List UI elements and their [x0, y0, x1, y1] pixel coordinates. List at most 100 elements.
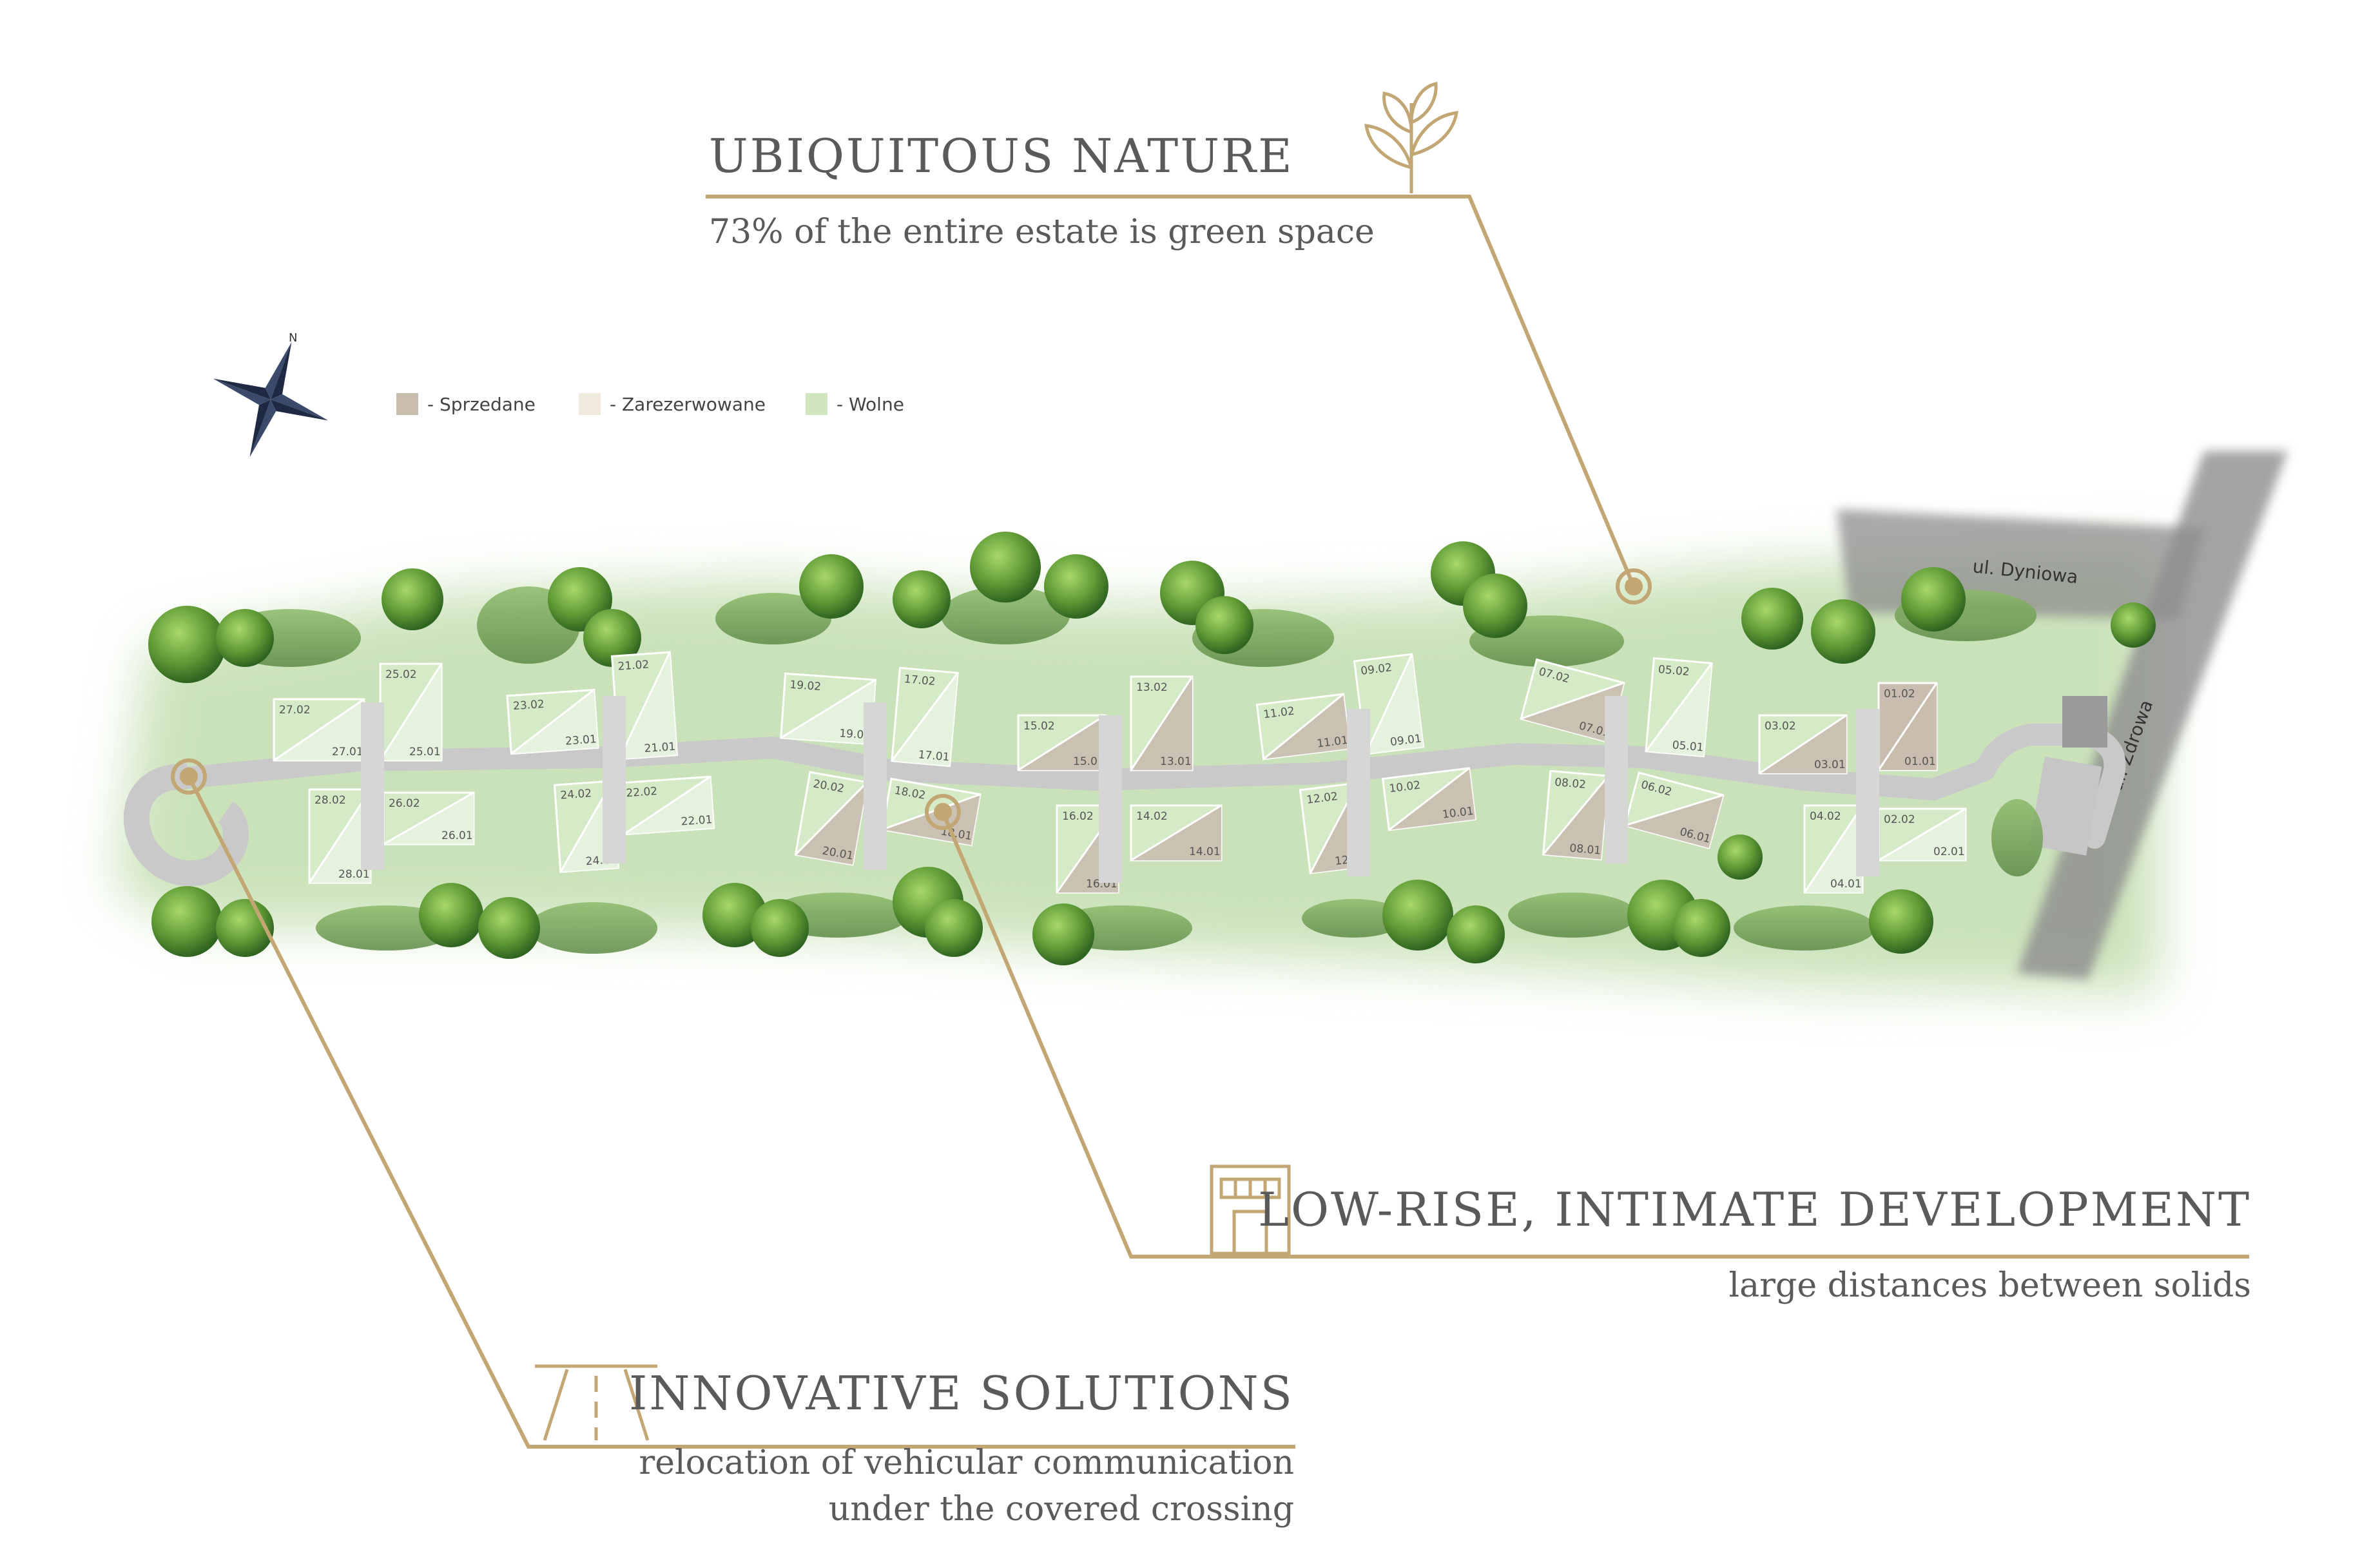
lot-divider: [795, 781, 868, 856]
lot-divider: [891, 672, 959, 762]
tree-canopy: [1463, 574, 1527, 638]
lot-divider: [1263, 693, 1344, 760]
lot-divider: [1542, 775, 1609, 855]
legend-swatch-sold: [396, 393, 418, 415]
lot-label-bottom: 26.01: [441, 829, 473, 842]
road-crossings: [361, 696, 1879, 883]
lot-label-top: 28.02: [314, 794, 346, 807]
lot-label-bottom: 22.01: [681, 813, 713, 828]
tree-canopy-group: [148, 532, 2156, 965]
lot-half-02: [619, 652, 677, 759]
headline-lowrise-title: LOW-RISE, INTIMATE DEVELOPMENT: [1258, 1183, 2251, 1237]
tree-canopy: [1741, 588, 1803, 650]
tree-canopy: [478, 897, 540, 959]
marker-lowrise: [925, 794, 961, 830]
lot-divider: [510, 689, 595, 755]
road-icon: [535, 1364, 657, 1441]
lot-label-bottom: 02.01: [1933, 845, 1965, 858]
legend-swatch-reserved: [579, 393, 601, 415]
lot-label-bottom: 17.01: [918, 748, 950, 764]
lot-label-top: 25.02: [385, 668, 417, 681]
tree-canopy: [216, 609, 274, 667]
lot-divider: [308, 789, 372, 883]
tree-canopy: [1195, 596, 1253, 654]
headline-innovative-title: INNOVATIVE SOLUTIONS: [629, 1366, 1294, 1420]
lot-divider: [379, 663, 443, 761]
internal-road: [123, 696, 2126, 887]
lot-divider: [1645, 662, 1713, 752]
legend-item-free: - Wolne: [806, 393, 904, 415]
lot-divider: [273, 698, 365, 762]
lot-divider: [1130, 676, 1194, 771]
tree-canopy: [382, 568, 443, 630]
lot-half-02: [1366, 654, 1424, 754]
tree-canopy: [799, 554, 864, 619]
tree-canopy: [1869, 889, 1933, 954]
parking-east: [2029, 757, 2102, 856]
lot-label-bottom: 01.01: [1904, 755, 1936, 768]
lot-label-top: 08.02: [1554, 776, 1586, 791]
lot-half-02: [795, 782, 867, 865]
lot-label-top: 26.02: [389, 797, 420, 810]
lot-label-top: 04.02: [1810, 810, 1841, 823]
callout-lines: [171, 195, 2249, 1449]
lot-label-bottom: 05.01: [1672, 739, 1704, 754]
lot-label-top: 19.02: [789, 679, 822, 693]
lot-half-02: [1521, 682, 1624, 742]
lot-half-02: [1625, 795, 1723, 849]
lot-26[interactable]: 26.02 26.01: [382, 791, 475, 845]
lot-half-02: [882, 794, 980, 845]
tree-canopy: [893, 570, 951, 628]
lot-divider: [618, 652, 671, 760]
lot-divider: [1759, 714, 1847, 775]
tree-canopy: [1811, 599, 1875, 664]
lot-17[interactable]: 17.02 17.01: [891, 666, 959, 768]
callout-line-innovative: [187, 775, 1295, 1449]
tree-canopy: [1382, 880, 1453, 951]
tree-canopy: [970, 532, 1041, 603]
lot-label-top: 13.02: [1136, 681, 1168, 694]
lot-divider: [1130, 804, 1222, 862]
tree-canopy: [583, 609, 641, 667]
lot-label-top: 17.02: [904, 673, 936, 688]
building-icon: [1210, 1164, 1291, 1255]
tree-canopy: [751, 899, 809, 957]
compass-north-label: N: [289, 331, 297, 345]
tree-canopy: [1672, 899, 1730, 957]
lot-label-top: 27.02: [279, 704, 311, 717]
lot-divider: [1364, 653, 1413, 755]
lot-label-top: 23.02: [512, 698, 545, 713]
tree-canopy: [1032, 903, 1094, 965]
lot-label-top: 03.02: [1765, 720, 1796, 733]
lot-divider: [1018, 714, 1106, 771]
legend-item-reserved: - Zarezerwowane: [579, 393, 766, 415]
headline-lowrise-subtitle: large distances between solids: [1728, 1266, 2251, 1305]
compass-rose-icon: [213, 342, 329, 458]
legend-label-sold: - Sprzedane: [427, 393, 536, 415]
callout-line-nature: [706, 195, 1636, 588]
